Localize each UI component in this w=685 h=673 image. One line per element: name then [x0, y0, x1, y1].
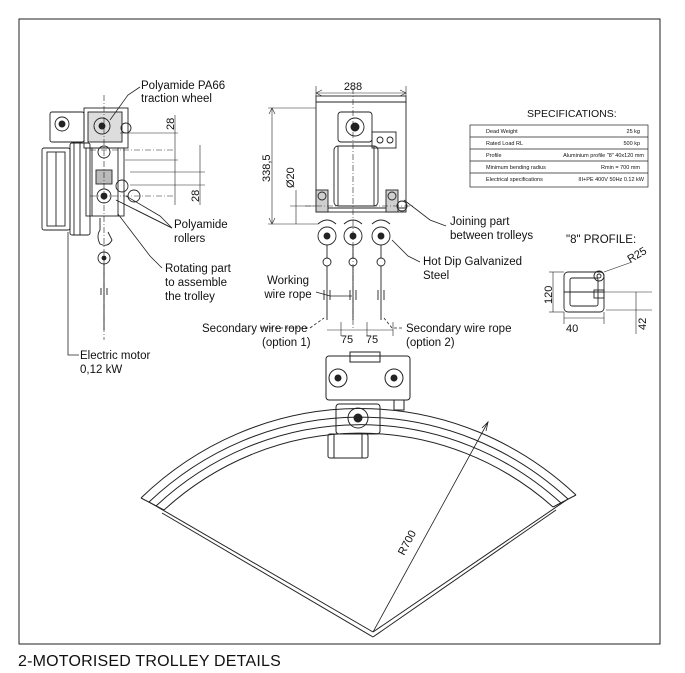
dim-r700: R700 — [396, 529, 419, 558]
label-steel-1: Hot Dip Galvanized — [423, 256, 522, 268]
front-view-labels: 288 338,5 Ø20 75 75 Joining part between… — [202, 81, 533, 557]
label-joining-1: Joining part — [450, 216, 510, 228]
spec-value: III+PE 400V 50Hz 0.12 kW — [578, 177, 644, 183]
profile-text: "8" PROFILE: R25 120 40 42 — [543, 234, 649, 335]
label-rotating-2: to assemble — [165, 277, 227, 289]
label-motor-1: Electric motor — [80, 350, 150, 362]
spec-label: Profile — [486, 153, 502, 159]
spec-value: Rmin = 700 mm — [601, 165, 640, 171]
profile-title: "8" PROFILE: — [566, 234, 636, 246]
label-motor-2: 0,12 kW — [80, 364, 122, 376]
dim-75-b: 75 — [366, 334, 378, 346]
spec-label: Electrical specifications — [486, 177, 543, 183]
profile-drawing — [549, 261, 652, 334]
label-rollers-1: Polyamide — [174, 219, 228, 231]
label-secondary-2b: (option 2) — [406, 337, 455, 349]
label-secondary-2a: Secondary wire rope — [406, 323, 511, 335]
dim-288: 288 — [344, 81, 362, 93]
curved-track — [140, 351, 577, 638]
label-working-1: Working — [267, 275, 309, 287]
side-view — [41, 95, 205, 340]
spec-value: 500 kp — [623, 141, 640, 147]
dim-338: 338,5 — [261, 154, 273, 182]
spec-value: Aluminium profile "8" 40x120 mm — [563, 153, 644, 159]
side-view-labels: Polyamide PA66 traction wheel Polyamide … — [80, 80, 232, 376]
drawing-frame — [18, 18, 661, 645]
spec-label: Rated Load RL — [486, 141, 523, 147]
dim-r25: R25 — [626, 245, 649, 265]
dim-28-bottom: 28 — [190, 190, 202, 202]
dim-42: 42 — [637, 318, 649, 330]
label-traction-wheel-1: Polyamide PA66 — [141, 80, 225, 92]
label-traction-wheel-2: traction wheel — [141, 93, 212, 105]
dim-120: 120 — [543, 286, 555, 304]
specifications-table — [469, 124, 649, 188]
spec-value: 25 kg — [627, 129, 640, 135]
front-view — [305, 88, 415, 330]
spec-label: Minimum bending radius — [486, 165, 546, 171]
label-rollers-2: rollers — [174, 233, 206, 245]
dim-dia-20: Ø20 — [285, 167, 297, 188]
label-joining-2: between trolleys — [450, 230, 533, 242]
spec-label: Dead Weight — [486, 129, 518, 135]
dim-28-top: 28 — [165, 118, 177, 130]
label-working-2: wire rope — [263, 289, 311, 301]
spec-title: SPECIFICATIONS: — [527, 108, 617, 120]
label-steel-2: Steel — [423, 270, 449, 282]
label-rotating-1: Rotating part — [165, 263, 232, 275]
label-rotating-3: the trolley — [165, 291, 215, 303]
dim-75-a: 75 — [341, 334, 353, 346]
front-view-leaders — [260, 199, 447, 329]
label-secondary-1b: (option 1) — [262, 337, 311, 349]
label-secondary-1a: Secondary wire rope — [202, 323, 307, 335]
front-view-dimensions — [268, 86, 407, 336]
specifications-text: SPECIFICATIONS: Dead Weight 25 kg Rated … — [486, 108, 645, 183]
dim-40: 40 — [566, 323, 578, 335]
side-view-leaders — [67, 86, 173, 356]
figure-caption: 2-MOTORISED TROLLEY DETAILS — [18, 653, 281, 670]
